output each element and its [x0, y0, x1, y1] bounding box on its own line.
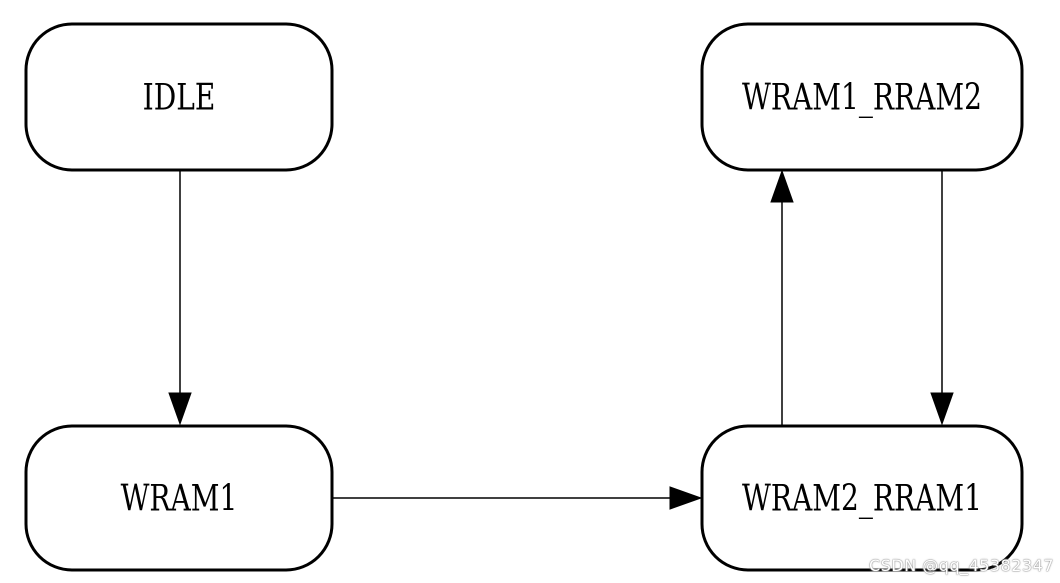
state-node-wram2-rram1[interactable]: WRAM2_RRAM1: [700, 424, 1024, 572]
state-label-wram1-rram2: WRAM1_RRAM2: [742, 76, 982, 118]
state-label-idle: IDLE: [143, 76, 216, 118]
watermark-text: CSDN @qq_45382347: [869, 556, 1054, 575]
edge-idle-to-wram1: [168, 170, 192, 426]
state-label-wram2-rram1: WRAM2_RRAM1: [742, 477, 982, 519]
state-node-wram1-rram2[interactable]: WRAM1_RRAM2: [700, 22, 1024, 172]
state-node-wram1[interactable]: WRAM1: [24, 424, 334, 572]
edge-wram1-rram2-to-wram2-rram1: [930, 170, 954, 426]
edge-wram2-rram1-to-wram1-rram2: [770, 169, 794, 425]
edge-wram1-to-wram2-rram1: [332, 486, 703, 510]
state-node-idle[interactable]: IDLE: [24, 22, 334, 172]
state-label-wram1: WRAM1: [121, 477, 238, 519]
